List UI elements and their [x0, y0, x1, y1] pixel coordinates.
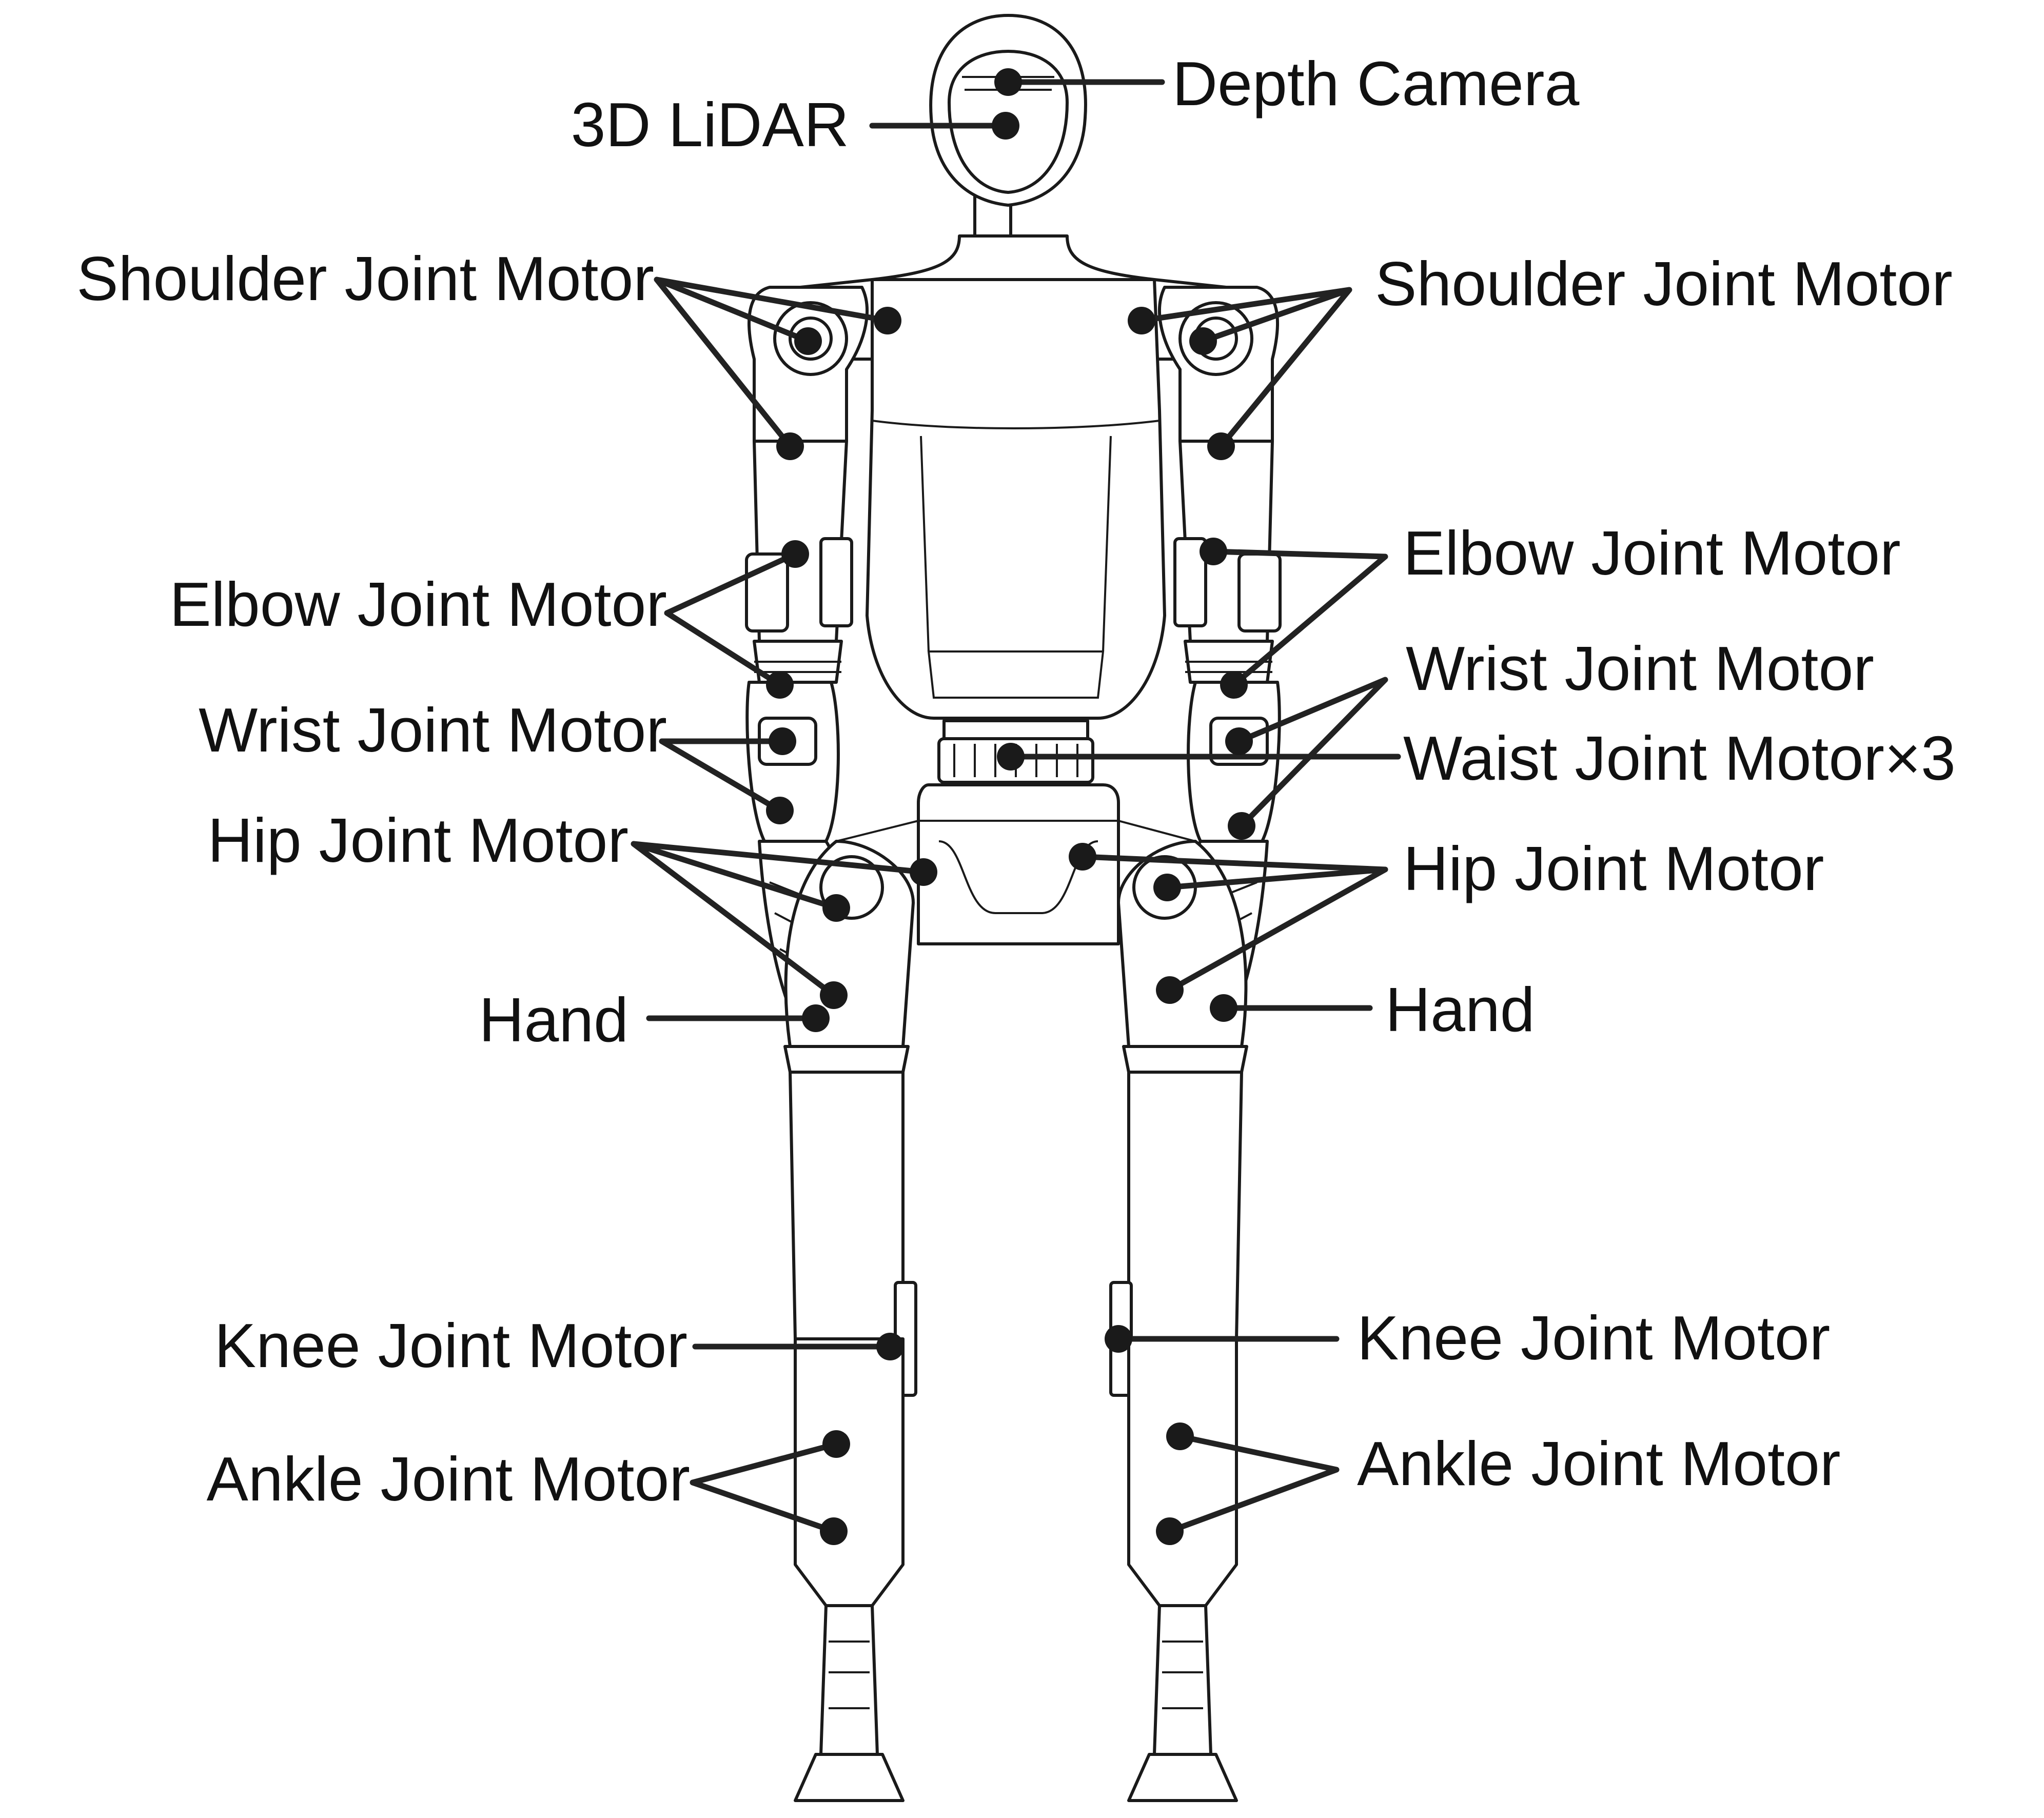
label-wrist-left: Wrist Joint Motor [199, 695, 667, 765]
dot-elbow-left-2 [766, 671, 794, 699]
label-hand-right: Hand [1385, 975, 1535, 1044]
dot-knee-left [876, 1333, 904, 1360]
dot-shoulder-right-2 [1189, 327, 1217, 355]
robot-head [929, 14, 1087, 268]
dot-hip-right-1 [1069, 843, 1096, 871]
leader-hip-left [631, 841, 927, 998]
dot-ankle-right-2 [1156, 1517, 1184, 1545]
label-depth-camera: Depth Camera [1172, 49, 1580, 118]
dot-shoulder-right-1 [1128, 307, 1155, 334]
leader-shoulder-left [654, 276, 891, 449]
dot-elbow-right-2 [1220, 671, 1248, 699]
dot-knee-right [1105, 1325, 1132, 1353]
leader-elbow-left [664, 551, 798, 688]
label-wrist-right: Wrist Joint Motor [1406, 634, 1874, 703]
dot-wrist-right-1 [1225, 727, 1253, 755]
leader-ankle-left [690, 1441, 839, 1534]
label-elbow-left: Elbow Joint Motor [169, 569, 667, 639]
dot-hip-right-2 [1153, 874, 1181, 901]
callout-labels: Depth Camera 3D LiDAR Shoulder Joint Mot… [76, 49, 1956, 1514]
label-shoulder-left: Shoulder Joint Motor [76, 244, 654, 313]
dot-lidar [992, 112, 1019, 140]
dot-hip-left-1 [910, 858, 937, 886]
dot-ankle-left-1 [822, 1430, 850, 1458]
dot-ankle-left-2 [820, 1517, 848, 1545]
dot-wrist-left-2 [766, 797, 794, 824]
dot-elbow-right-1 [1200, 538, 1227, 565]
leader-elbow-right [1210, 548, 1388, 688]
label-knee-left: Knee Joint Motor [214, 1311, 687, 1380]
dot-shoulder-left-3 [776, 432, 804, 460]
dot-ankle-right-1 [1166, 1422, 1194, 1450]
label-hip-right: Hip Joint Motor [1403, 834, 1824, 903]
label-hand-left: Hand [479, 985, 628, 1055]
dot-wrist-left-1 [769, 727, 796, 755]
label-hip-left: Hip Joint Motor [208, 805, 628, 875]
dot-hip-left-2 [822, 894, 850, 922]
leader-wrist-left [659, 738, 785, 814]
robot-left-leg [783, 840, 917, 1802]
leader-hip-right [1079, 854, 1388, 993]
label-ankle-left: Ankle Joint Motor [206, 1444, 690, 1514]
leader-ankle-right [1167, 1433, 1340, 1534]
dot-hand-right [1210, 994, 1237, 1022]
callout-dots [766, 68, 1255, 1545]
label-elbow-right: Elbow Joint Motor [1403, 518, 1901, 588]
dot-hand-left [802, 1004, 830, 1032]
robot-right-leg [1109, 840, 1248, 1802]
leader-shoulder-right [1138, 287, 1352, 449]
label-ankle-right: Ankle Joint Motor [1357, 1429, 1841, 1498]
leader-wrist-right [1236, 677, 1388, 829]
dot-waist [997, 743, 1025, 770]
dot-shoulder-left-2 [794, 327, 822, 355]
label-knee-right: Knee Joint Motor [1357, 1303, 1830, 1373]
dot-shoulder-right-3 [1207, 432, 1235, 460]
callout-lines [631, 79, 1401, 1534]
dot-hip-left-3 [820, 981, 848, 1009]
label-shoulder-right: Shoulder Joint Motor [1375, 249, 1953, 319]
dot-depth-camera [994, 68, 1022, 96]
dot-shoulder-left-1 [874, 307, 901, 334]
dot-wrist-right-2 [1228, 812, 1255, 840]
dot-elbow-left-1 [781, 540, 809, 568]
dot-hip-right-3 [1156, 976, 1184, 1004]
label-lidar: 3D LiDAR [571, 90, 849, 160]
label-waist: Waist Joint Motor×3 [1403, 723, 1956, 793]
